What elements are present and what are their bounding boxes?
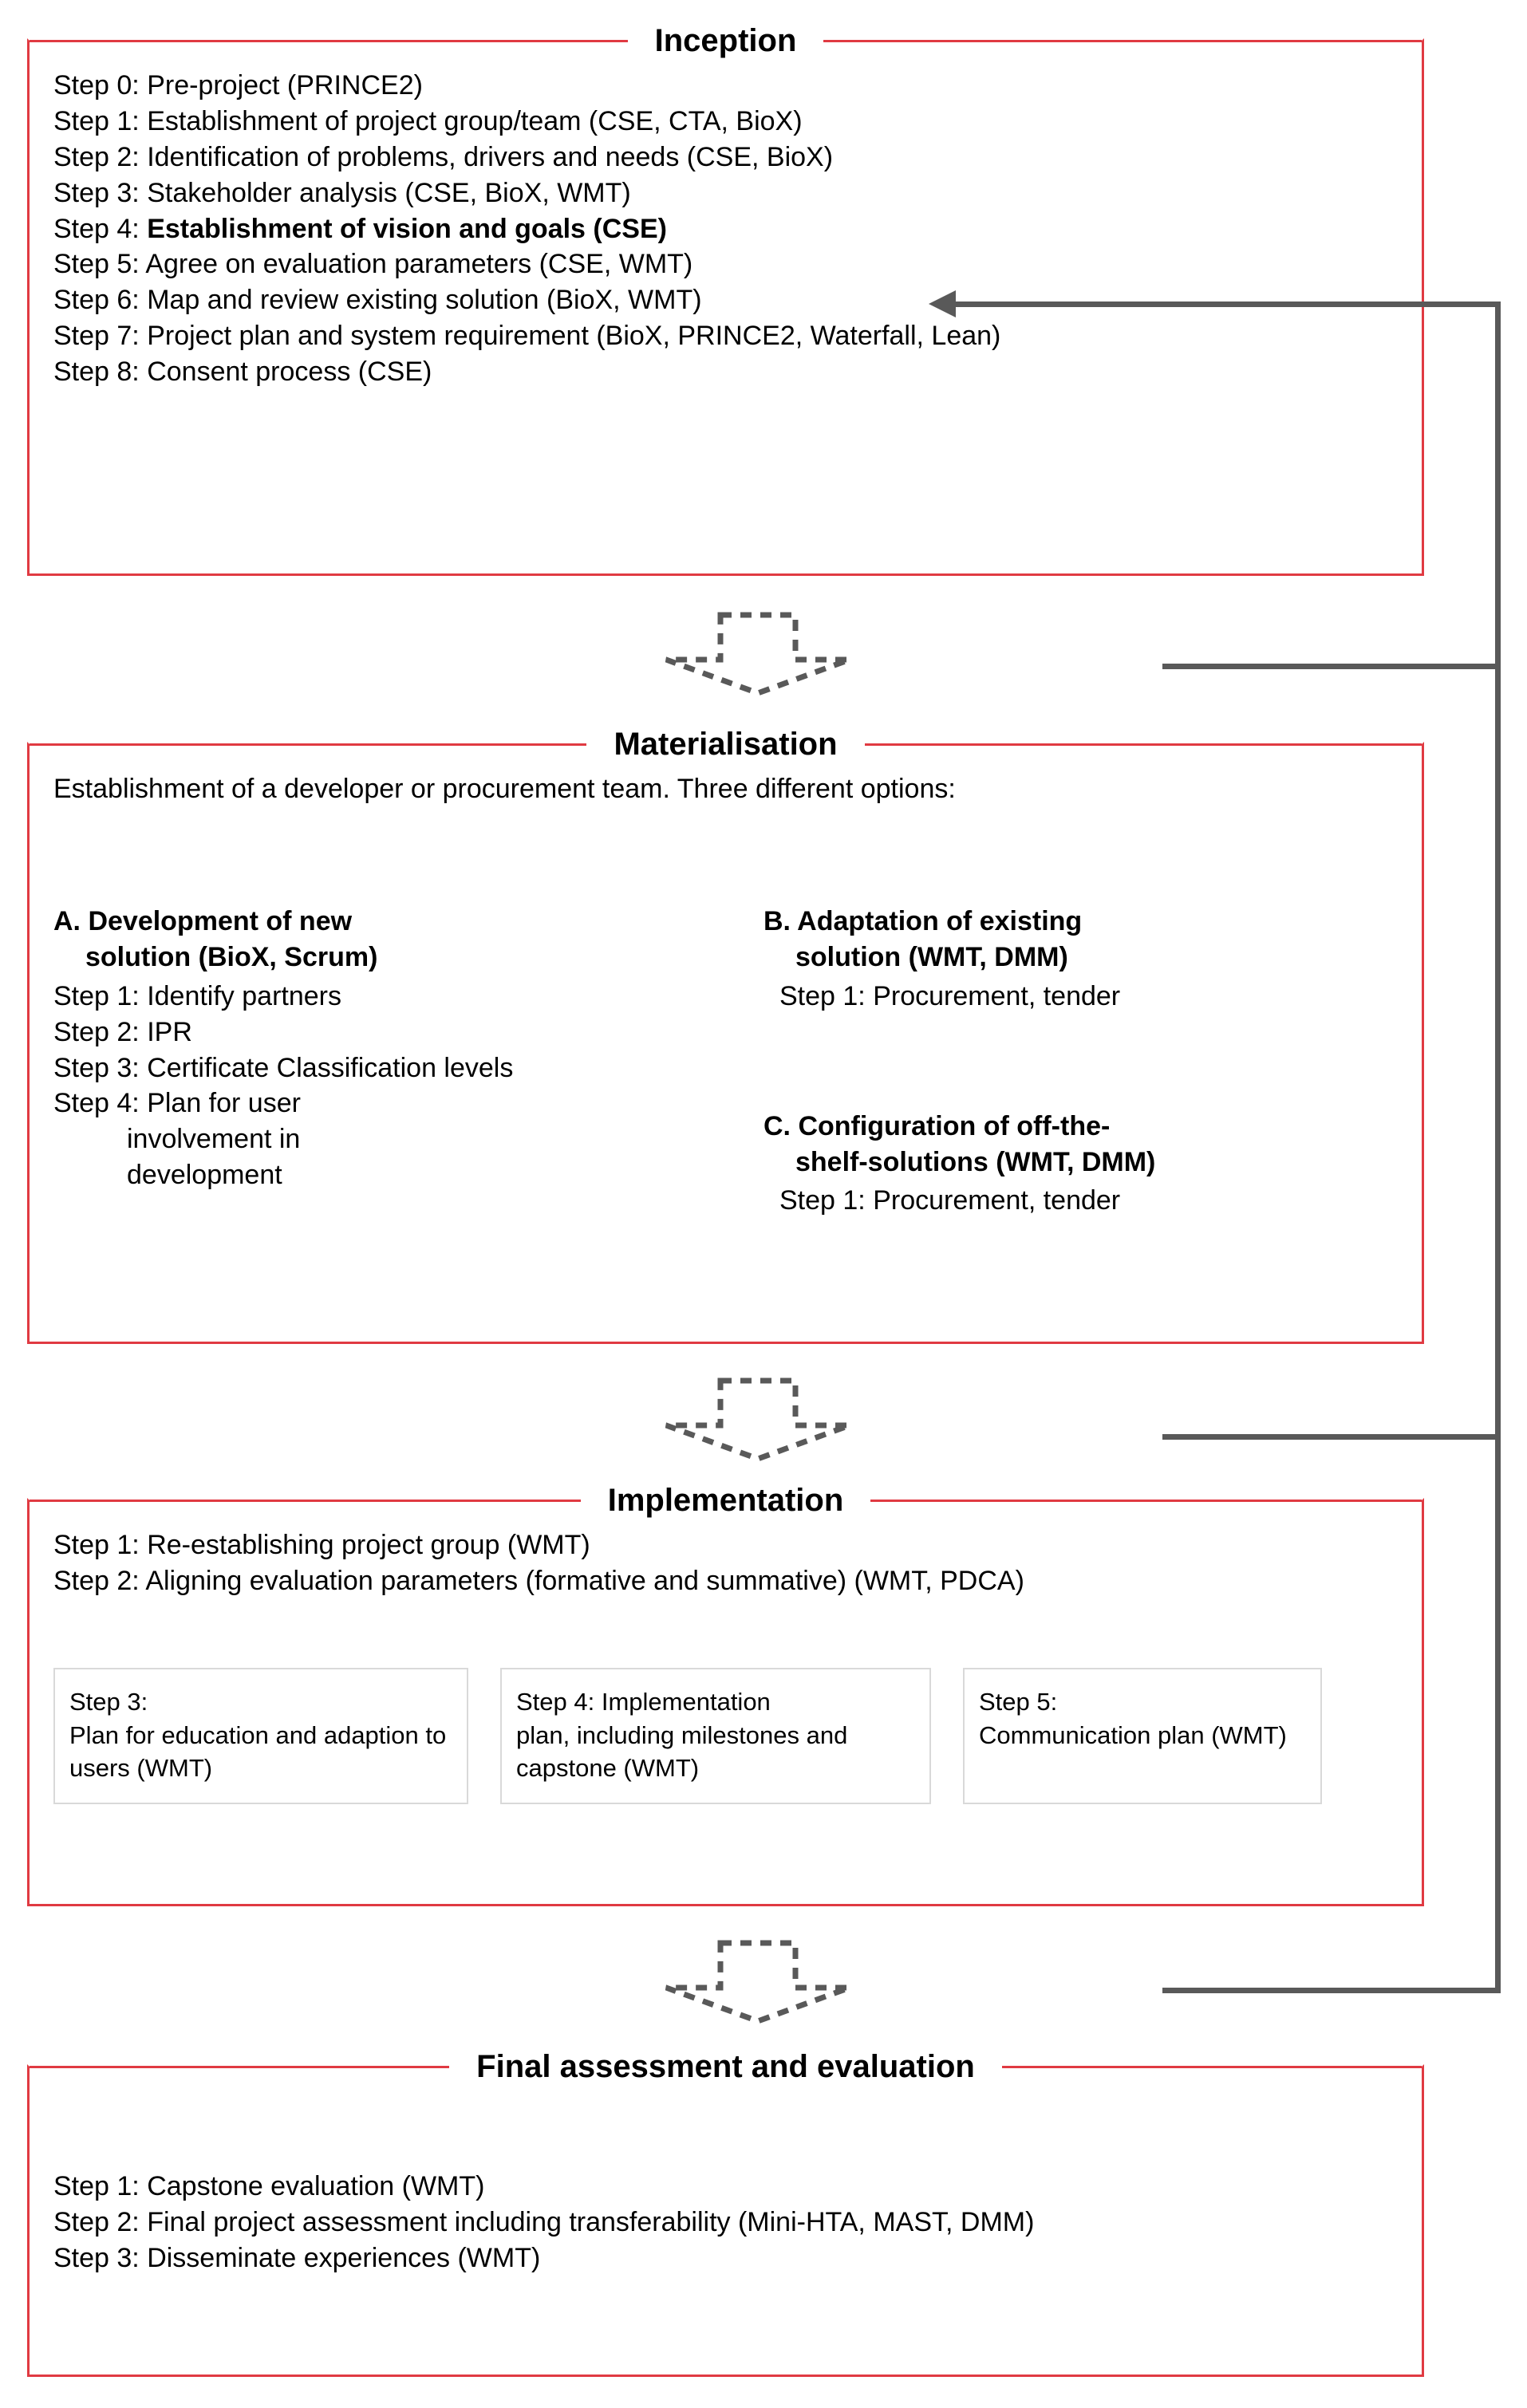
option-b-title-line2: solution (WMT, DMM)	[795, 941, 1068, 972]
phase-body-materialisation: Establishment of a developer or procurem…	[30, 744, 1422, 1342]
flow-arrow-icon-inception-to-materialisation	[650, 610, 866, 698]
option-column-bc: B. Adaptation of existing solution (WMT,…	[764, 904, 1450, 1219]
sub-card-step-5: Step 5: Communication plan (WMT)	[963, 1668, 1322, 1804]
feedback-branch-final-assessment	[1162, 1988, 1501, 1993]
phase-box-inception: Inception Step 0: Pre-project (PRINCE2) …	[27, 25, 1424, 576]
step-line: Step 3: Stakeholder analysis (CSE, BioX,…	[53, 177, 631, 208]
option-a-step-wrapped: Step 4: Plan for user involvement in dev…	[53, 1086, 716, 1193]
sub-card-heading: Step 4: Implementation	[516, 1688, 771, 1716]
step-line: Step 3: Disseminate experiences (WMT)	[53, 2242, 541, 2273]
option-a-step4-line2: involvement in	[127, 1124, 301, 1155]
sub-card-step-3: Step 3: Plan for education and adaption …	[53, 1668, 468, 1804]
sub-card-heading: Step 5:	[979, 1688, 1058, 1716]
feedback-arrowhead-icon	[929, 290, 956, 317]
step-line: Step 5: Agree on evaluation parameters (…	[53, 249, 693, 280]
option-a-title: A. Development of new solution (BioX, Sc…	[53, 904, 716, 975]
option-b-step: Step 1: Procurement, tender	[779, 980, 1121, 1011]
phase-box-implementation: Implementation Step 1: Re-establishing p…	[27, 1484, 1424, 1906]
step-line: Step 7: Project plan and system requirem…	[53, 321, 1001, 352]
phase-body-final-assessment: Step 1: Capstone evaluation (WMT) Step 2…	[30, 2067, 1422, 2375]
phase-body-implementation: Step 1: Re-establishing project group (W…	[30, 1500, 1422, 1904]
step-line: Step 1: Re-establishing project group (W…	[53, 1530, 590, 1560]
feedback-line-to-step-4	[956, 301, 1498, 307]
phase-box-final-assessment: Final assessment and evaluation Step 1: …	[27, 2051, 1424, 2377]
step-line: Step 8: Consent process (CSE)	[53, 357, 432, 387]
option-a-step4-line3: development	[127, 1160, 282, 1191]
option-a-step4-line1: Step 4: Plan for user	[53, 1088, 301, 1119]
sub-card-body: Communication plan (WMT)	[979, 1720, 1287, 1749]
sub-card-body: plan, including milestones and capstone …	[516, 1720, 848, 1783]
option-c-step: Step 1: Procurement, tender	[779, 1185, 1121, 1216]
step-line: Step 1: Capstone evaluation (WMT)	[53, 2171, 485, 2201]
step-line-bold: Establishment of vision and goals (CSE)	[147, 213, 667, 244]
step-line-prefix: Step 4:	[53, 213, 148, 244]
option-c-title-line2: shelf-solutions (WMT, DMM)	[795, 1146, 1156, 1177]
sub-card-step-4: Step 4: Implementation plan, including m…	[500, 1668, 931, 1804]
option-a-step: Step 1: Identify partners	[53, 980, 341, 1011]
option-a-step: Step 3: Certificate Classification level…	[53, 1052, 514, 1083]
option-b-title-line1: B. Adaptation of existing	[764, 906, 1083, 936]
step-line: Step 2: Final project assessment includi…	[53, 2206, 1035, 2237]
step-line: Step 2: Identification of problems, driv…	[53, 141, 834, 172]
option-a-step: Step 2: IPR	[53, 1016, 192, 1047]
option-a-title-line2: solution (BioX, Scrum)	[85, 941, 378, 972]
step-line: Step 6: Map and review existing solution…	[53, 285, 702, 316]
flow-arrow-icon-implementation-to-final-assessment	[650, 1938, 866, 2026]
sub-card-body: Plan for education and adaption to users…	[69, 1720, 447, 1783]
materialisation-intro: Establishment of a developer or procurem…	[53, 774, 956, 804]
step-line: Step 1: Establishment of project group/t…	[53, 105, 803, 136]
option-b-title: B. Adaptation of existing solution (WMT,…	[764, 904, 1450, 975]
option-c-title-line1: C. Configuration of off-the-	[764, 1110, 1111, 1141]
option-c-title: C. Configuration of off-the- shelf-solut…	[764, 1109, 1450, 1180]
option-column-a: A. Development of new solution (BioX, Sc…	[53, 904, 716, 1193]
step-line: Step 2: Aligning evaluation parameters (…	[53, 1565, 1024, 1596]
feedback-line-vertical	[1495, 301, 1501, 1992]
feedback-branch-materialisation	[1162, 664, 1501, 669]
sub-card-heading: Step 3:	[69, 1688, 148, 1716]
feedback-branch-implementation	[1162, 1434, 1501, 1440]
option-a-title-line1: A. Development of new	[53, 906, 353, 936]
phase-body-inception: Step 0: Pre-project (PRINCE2) Step 1: Es…	[30, 41, 1422, 573]
flow-arrow-icon-materialisation-to-implementation	[650, 1376, 866, 1464]
implementation-sub-cards: Step 3: Plan for education and adaption …	[53, 1668, 1402, 1804]
step-line-highlighted: Step 4: Establishment of vision and goal…	[53, 211, 1398, 247]
phase-box-materialisation: Materialisation Establishment of a devel…	[27, 728, 1424, 1344]
step-line: Step 0: Pre-project (PRINCE2)	[53, 70, 423, 100]
